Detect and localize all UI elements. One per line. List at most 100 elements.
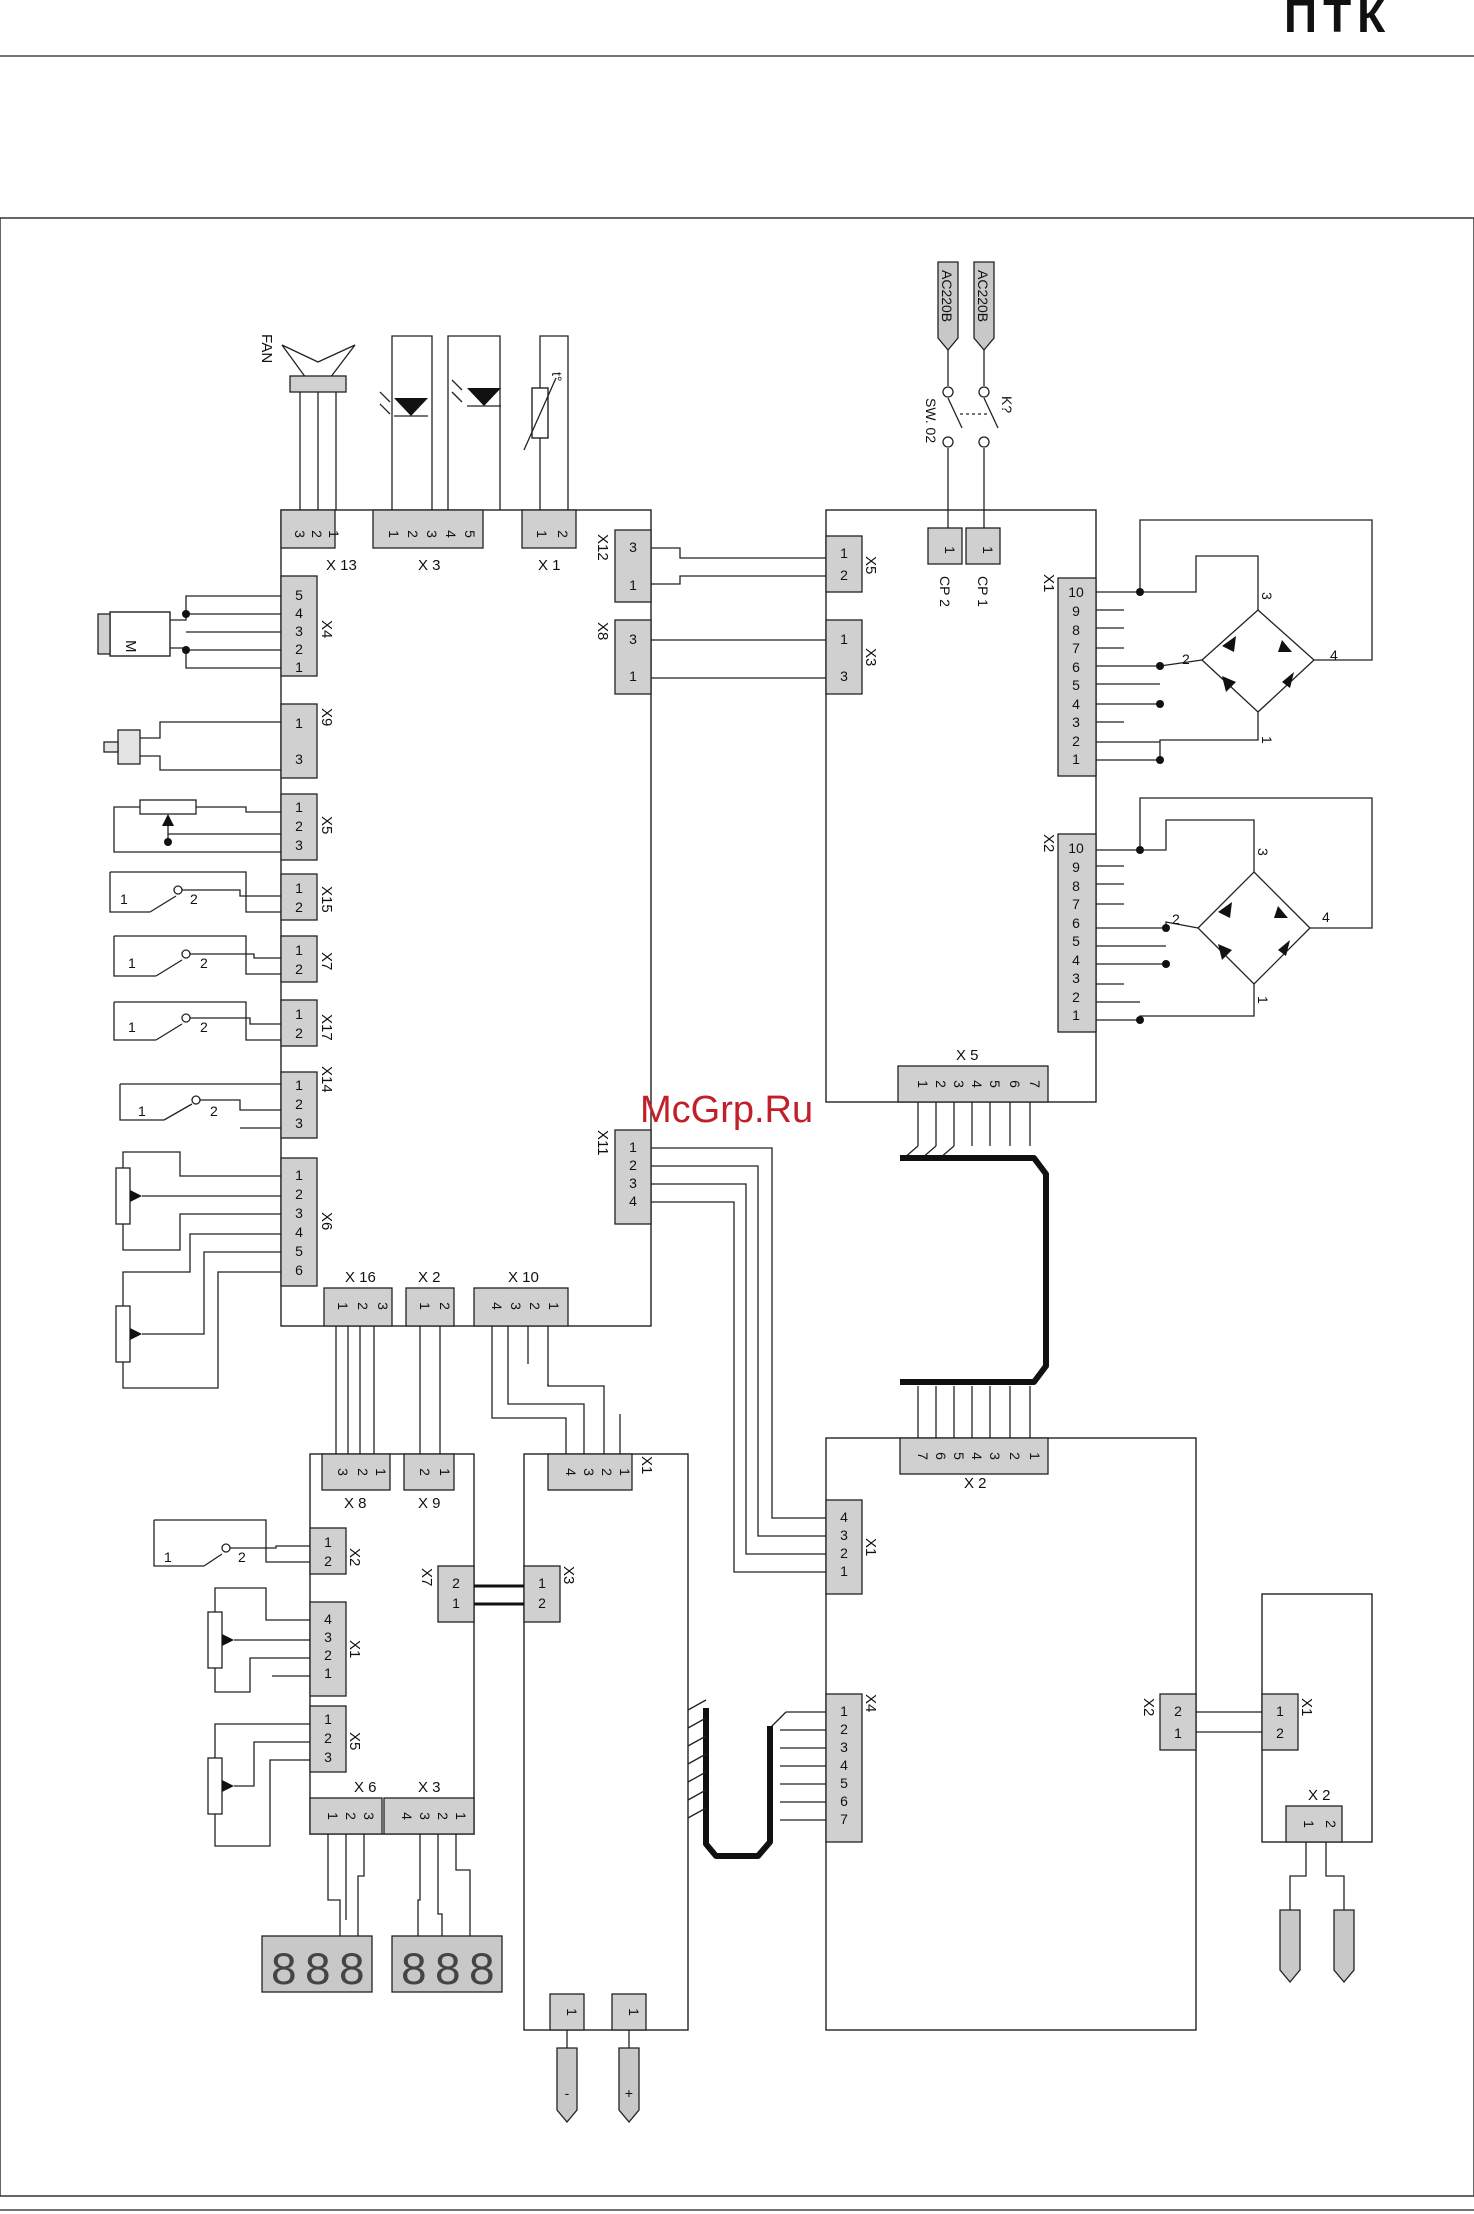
fan-label: FAN [258,334,275,363]
pin-label: 3 [295,623,303,639]
pin-label: 8 [1072,878,1080,894]
connector-name: X 6 [354,1779,377,1796]
connector-name: X4 [318,620,335,638]
pin-label: 6 [1007,1080,1023,1088]
pin-label: 3 [629,539,637,555]
display-x7-connector: 2 1 X7 [418,1565,475,1623]
pin-label: 2 [295,961,303,977]
pin-label: 2 [527,1302,543,1310]
switch-label: K? [999,396,1015,413]
pin-label: 3 [295,1115,303,1131]
switch-pin-label: 2 [200,955,208,971]
connector-name: X3 [560,1566,577,1584]
connector-name: X5 [318,816,335,834]
pin-label: 2 [555,530,571,538]
display-digit: 8 [434,1946,462,1998]
pin-label: 5 [295,1243,303,1259]
pin-label: 1 [295,880,303,896]
diagram-frame [0,217,1474,2197]
led-2-icon [447,335,501,510]
connector-name: X 2 [1308,1787,1331,1804]
main-x5-connector: 1 2 3 X5 [280,793,335,861]
pin-label: 1 [617,1468,633,1476]
connector-name: X7 [318,952,335,970]
pin-label: 4 [399,1812,415,1820]
control-board [825,1437,1197,2031]
switch-x7-icon: 1 2 [113,935,281,977]
pin-label: 2 [840,1721,848,1737]
pin-label: 1 [324,1711,332,1727]
main-x9-connector: 1 3 X9 [280,703,335,779]
pin-label: 2 [309,530,325,538]
pin-label: 2 [324,1647,332,1663]
pin-label: 1 [629,668,637,684]
connector-name: X3 [862,648,879,666]
pin-label: 4 [443,530,459,538]
sensor-x2-connector: 1 2 X 2 [1285,1787,1343,1843]
bridge-label: 4 [1322,909,1330,925]
pin-label: 1 [386,530,402,538]
switch-pin-label: 2 [200,1019,208,1035]
display-x3-connector: 4 3 2 1 X 3 [383,1779,475,1835]
connector-name: X1 [862,1538,879,1556]
pin-label: 2 [355,1468,371,1476]
pin-label: 3 [324,1749,332,1765]
bridge-rectifier-2-icon: 3 2 4 1 [1096,797,1373,1024]
connector-name: X2 [1040,834,1057,852]
seven-segment-display-left: 8 8 8 [261,1834,373,1998]
connector-name: X17 [318,1014,335,1041]
connector-name: X 2 [964,1475,987,1492]
pin-label: 1 [295,659,303,675]
pin-label: 1 [453,1812,469,1820]
display-digit: 8 [400,1946,428,1998]
pin-label: 1 [840,1703,848,1719]
pin-label: 6 [295,1262,303,1278]
switch-x17-icon: 1 2 [113,1001,281,1041]
main-x12-connector: 3 1 X12 [594,529,652,603]
power-input-plugs: AC220В AC220В SW. 02 K? [923,261,1015,528]
pin-label: 7 [840,1811,848,1827]
bridge-label: 2 [1172,911,1180,927]
cp-label: CP 1 [975,576,991,607]
bridge-label: 1 [1259,736,1275,744]
connector-name: X1 [346,1640,363,1658]
connector-name: X7 [418,1568,435,1586]
wires-main-to-display [335,1326,441,1454]
pin-label: 2 [405,530,421,538]
ribbon-cable [900,1102,1049,1438]
pin-label: 7 [1027,1080,1043,1088]
display-digit: 8 [468,1946,496,1998]
control-x2-connector: 7 6 5 4 3 2 1 X 2 [899,1437,1049,1492]
display-x2-connector: 1 2 X2 [309,1527,363,1575]
thermistor-icon: t° [523,335,569,510]
pin-label: 9 [1072,603,1080,619]
pin-label: 2 [538,1595,546,1611]
pin-label: 1 [1301,1820,1317,1828]
pin-label: 1 [538,1575,546,1591]
wires-main-x10-to-driver [491,1326,621,1454]
pin-label: 3 [361,1812,377,1820]
main-x3-connector: 1 2 3 4 5 X 3 [372,509,484,574]
bridge-label: 3 [1259,592,1275,600]
pin-label: 2 [1072,989,1080,1005]
pin-label: 3 [581,1468,597,1476]
pin-label: 5 [987,1080,1003,1088]
connector-name: X12 [594,534,611,561]
pin-label: 4 [295,1224,303,1240]
main-x2-connector: 1 2 X 2 [405,1269,455,1327]
fan-icon: FAN [258,334,356,510]
control-x4-connector: 1 2 3 4 5 6 7 X4 [825,1693,879,1843]
main-x16-connector: 1 2 3 X 16 [323,1269,393,1327]
bridge-label: 2 [1182,651,1190,667]
cp-label: CP 2 [937,576,953,607]
main-x11-connector: 1 2 3 4 X11 [594,1129,652,1225]
pin-label: 4 [563,1468,579,1476]
bridge-label: 4 [1330,647,1338,663]
pin-label: 5 [951,1452,967,1460]
pin-label: 1 [452,1595,460,1611]
pin-label: 3 [292,530,308,538]
pin-label: 3 [987,1452,1003,1460]
pin-label: 1 [942,546,958,554]
watermark: McGrp.Ru [640,1089,813,1131]
bridge-rectifier-1-icon: 3 2 4 1 [1096,519,1373,764]
